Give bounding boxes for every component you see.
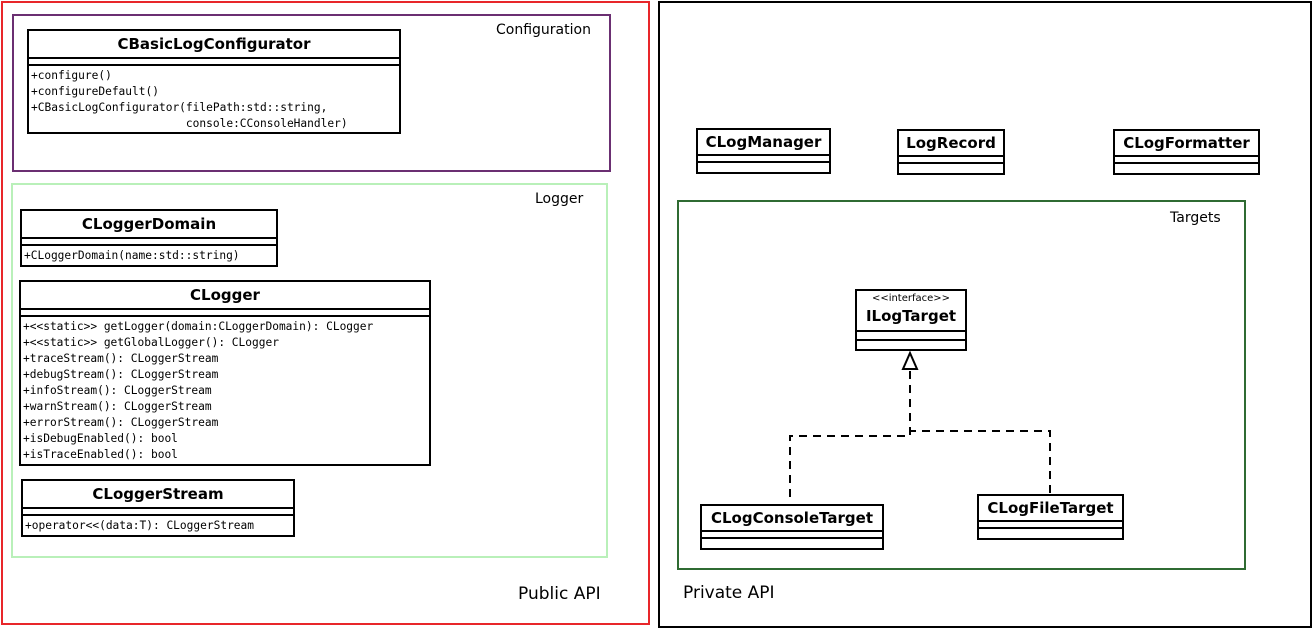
attributes-compartment — [702, 532, 882, 539]
operations-compartment: +operator<<(data:T): CLoggerStream — [23, 516, 293, 536]
operations-compartment: +<<static>> getLogger(domain:CLoggerDoma… — [21, 317, 429, 465]
class-clogmanager[interactable]: CLogManager — [696, 128, 831, 174]
attributes-compartment — [22, 239, 276, 246]
operations-compartment — [857, 339, 965, 347]
class-logrecord[interactable]: LogRecord — [897, 129, 1005, 175]
operation: +isTraceEnabled(): bool — [23, 448, 178, 461]
operation: +infoStream(): CLoggerStream — [23, 384, 212, 397]
operation: +configure() — [31, 69, 112, 82]
class-name: CLogFormatter — [1115, 131, 1258, 157]
class-name: CBasicLogConfigurator — [29, 31, 399, 59]
class-name: CLoggerDomain — [22, 211, 276, 239]
class-clogger[interactable]: CLogger +<<static>> getLogger(domain:CLo… — [19, 280, 431, 466]
interface-name: ILogTarget — [865, 307, 957, 325]
class-clogformatter[interactable]: CLogFormatter — [1113, 129, 1260, 175]
class-cloggerdomain[interactable]: CLoggerDomain +CLoggerDomain(name:std::s… — [20, 209, 278, 267]
class-name: CLogFileTarget — [979, 496, 1122, 522]
class-name: LogRecord — [899, 131, 1003, 157]
operations-compartment — [702, 539, 882, 546]
operations-compartment: +configure() +configureDefault() +CBasic… — [29, 66, 399, 134]
operations-compartment: +CLoggerDomain(name:std::string) — [22, 246, 276, 266]
class-cbasiclogconfigurator[interactable]: CBasicLogConfigurator +configure() +conf… — [27, 29, 401, 134]
attributes-compartment — [698, 156, 829, 163]
realization-arrowhead — [901, 350, 919, 370]
private-api-region — [658, 1, 1312, 628]
class-clogconsoletarget[interactable]: CLogConsoleTarget — [700, 504, 884, 550]
class-name: CLogManager — [698, 130, 829, 156]
class-name: CLoggerStream — [23, 481, 293, 509]
operation: +configureDefault() — [31, 85, 159, 98]
private-api-label: Private API — [683, 583, 775, 603]
attributes-compartment — [1115, 157, 1258, 164]
attributes-compartment — [21, 310, 429, 317]
logger-package — [11, 183, 608, 558]
logger-package-label: Logger — [535, 191, 584, 207]
attributes-compartment — [899, 157, 1003, 164]
class-cloggerstream[interactable]: CLoggerStream +operator<<(data:T): CLogg… — [21, 479, 295, 537]
class-name: CLogger — [21, 282, 429, 310]
configuration-package — [12, 14, 611, 172]
class-clogfiletarget[interactable]: CLogFileTarget — [977, 494, 1124, 540]
operation: +warnStream(): CLoggerStream — [23, 400, 212, 413]
interface-stereotype: <<interface>> — [871, 293, 951, 304]
operation: +CBasicLogConfigurator(filePath:std::str… — [31, 101, 328, 114]
operations-compartment — [979, 529, 1122, 536]
public-api-label: Public API — [518, 584, 601, 604]
operation: +<<static>> getLogger(domain:CLoggerDoma… — [23, 320, 374, 333]
public-api-region — [1, 1, 650, 625]
attributes-compartment — [979, 522, 1122, 529]
operation: +isDebugEnabled(): bool — [23, 432, 178, 445]
operation: console:CConsoleHandler) — [31, 117, 348, 130]
operation: +errorStream(): CLoggerStream — [23, 416, 219, 429]
realization-line-console — [789, 370, 911, 497]
operation: +traceStream(): CLoggerStream — [23, 352, 219, 365]
configuration-package-label: Configuration — [496, 22, 591, 38]
operation: +<<static>> getGlobalLogger(): CLogger — [23, 336, 279, 349]
operation: +CLoggerDomain(name:std::string) — [24, 249, 240, 262]
attributes-compartment — [857, 330, 965, 339]
attributes-compartment — [29, 59, 399, 66]
interface-ilogtarget[interactable]: <<interface>> ILogTarget — [855, 289, 967, 351]
realization-line-file — [910, 430, 1051, 493]
operation: +debugStream(): CLoggerStream — [23, 368, 219, 381]
attributes-compartment — [23, 509, 293, 516]
class-name: CLogConsoleTarget — [702, 506, 882, 532]
targets-package — [677, 200, 1246, 570]
targets-package-label: Targets — [1170, 210, 1221, 226]
operation: +operator<<(data:T): CLoggerStream — [25, 519, 255, 532]
